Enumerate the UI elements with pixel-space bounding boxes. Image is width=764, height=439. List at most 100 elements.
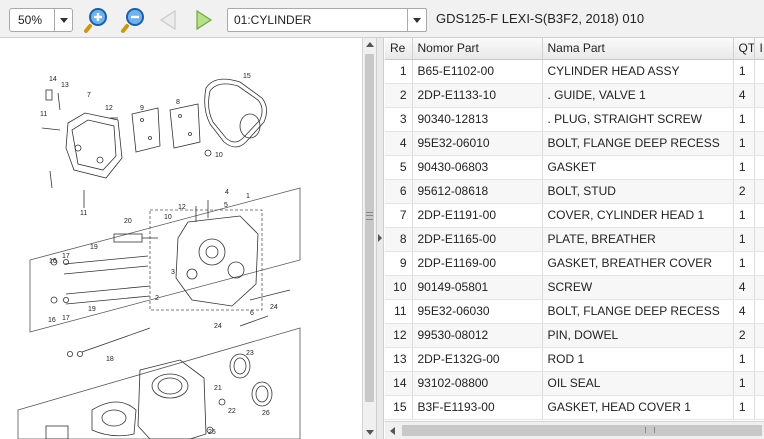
- scrollbar-thumb[interactable]: [365, 54, 374, 402]
- table-horizontal-scrollbar[interactable]: [385, 421, 764, 439]
- cell-part-name: BOLT, STUD: [542, 179, 734, 204]
- column-header-ref[interactable]: Re: [385, 38, 413, 60]
- cell-extra: [754, 299, 764, 324]
- cell-ref: 3: [385, 107, 413, 132]
- exploded-diagram[interactable]: 14 13 7 11 12 9 8 15 10 11 4 5 1 12 10 2…: [0, 38, 362, 439]
- group-select[interactable]: 01:CYLINDER: [227, 8, 427, 32]
- scroll-up-icon[interactable]: [366, 42, 374, 47]
- group-dropdown-button[interactable]: [407, 9, 426, 31]
- cell-extra: [754, 371, 764, 396]
- cell-extra: [754, 227, 764, 252]
- callout-labels: 14 13 7 11 12 9 8 15 10 11 4 5 1 12 10 2…: [0, 38, 362, 439]
- callout-label[interactable]: 12: [105, 105, 113, 112]
- column-header-name[interactable]: Nama Part: [542, 38, 734, 60]
- callout-label[interactable]: 9: [140, 105, 144, 112]
- cell-qty: 4: [733, 299, 755, 324]
- cell-ref: 7: [385, 203, 413, 228]
- callout-label[interactable]: 14: [49, 76, 57, 83]
- callout-label[interactable]: 18: [106, 356, 114, 363]
- zoom-dropdown-button[interactable]: [54, 9, 72, 31]
- callout-label[interactable]: 10: [164, 214, 172, 221]
- callout-label[interactable]: 1: [246, 193, 250, 200]
- callout-label[interactable]: 11: [40, 111, 48, 118]
- callout-label[interactable]: 17: [62, 315, 70, 322]
- column-header-part-no[interactable]: Nomor Part: [412, 38, 543, 60]
- callout-label[interactable]: 19: [90, 244, 98, 251]
- cell-ref: 6: [385, 179, 413, 204]
- callout-label[interactable]: 22: [228, 408, 236, 415]
- cell-part-no: B65-E1102-00: [412, 59, 543, 84]
- previous-page-icon[interactable]: [156, 7, 182, 33]
- cell-qty: 1: [733, 251, 755, 276]
- callout-label[interactable]: 23: [246, 350, 254, 357]
- zoom-in-icon[interactable]: [83, 7, 109, 33]
- next-page-icon[interactable]: [191, 7, 217, 33]
- column-header-qty[interactable]: QT: [733, 38, 755, 60]
- callout-label[interactable]: 21: [214, 385, 222, 392]
- callout-label[interactable]: 6: [250, 310, 254, 317]
- cell-qty: 4: [733, 83, 755, 108]
- callout-label[interactable]: 24: [270, 304, 278, 311]
- callout-label[interactable]: 5: [224, 202, 228, 209]
- diagram-vertical-scrollbar[interactable]: [362, 38, 376, 439]
- collapse-arrow-icon[interactable]: [378, 234, 382, 242]
- callout-label[interactable]: 7: [87, 92, 91, 99]
- cell-part-no: 2DP-E1169-00: [412, 251, 543, 276]
- scroll-down-icon[interactable]: [366, 430, 374, 435]
- cell-extra: [754, 155, 764, 180]
- callout-label[interactable]: 8: [176, 99, 180, 106]
- callout-label[interactable]: 16: [49, 258, 57, 265]
- zoom-select[interactable]: 50%: [9, 8, 73, 32]
- callout-label[interactable]: 25: [208, 429, 216, 436]
- callout-label[interactable]: 11: [80, 210, 88, 217]
- zoom-out-icon[interactable]: [120, 7, 146, 33]
- cell-ref: 2: [385, 83, 413, 108]
- callout-label[interactable]: 16: [48, 317, 56, 324]
- scroll-left-icon[interactable]: [390, 427, 395, 435]
- callout-label[interactable]: 20: [124, 218, 132, 225]
- cell-ref: 5: [385, 155, 413, 180]
- callout-label[interactable]: 26: [262, 410, 270, 417]
- callout-label[interactable]: 3: [171, 269, 175, 276]
- callout-label[interactable]: 24: [214, 323, 222, 330]
- cell-extra: [754, 203, 764, 228]
- callout-label[interactable]: 2: [155, 295, 159, 302]
- cell-extra: [754, 323, 764, 348]
- cell-part-no: 90149-05801: [412, 275, 543, 300]
- scrollbar-thumb[interactable]: [402, 425, 762, 436]
- cell-qty: 1: [733, 155, 755, 180]
- cell-qty: 1: [733, 395, 755, 420]
- callout-label[interactable]: 4: [225, 189, 229, 196]
- callout-label[interactable]: 13: [61, 82, 69, 89]
- callout-label[interactable]: 15: [243, 73, 251, 80]
- cell-ref: 14: [385, 371, 413, 396]
- cell-extra: [754, 107, 764, 132]
- callout-label[interactable]: 17: [62, 253, 70, 260]
- cell-part-no: 2DP-E132G-00: [412, 347, 543, 372]
- callout-label[interactable]: 12: [178, 204, 186, 211]
- cell-extra: [754, 251, 764, 276]
- cell-part-name: PIN, DOWEL: [542, 323, 734, 348]
- pane-splitter[interactable]: [376, 38, 384, 439]
- callout-label[interactable]: 10: [215, 152, 223, 159]
- cell-qty: 1: [733, 371, 755, 396]
- column-header-extra[interactable]: I: [754, 38, 764, 60]
- chevron-down-icon: [413, 18, 421, 23]
- callout-label[interactable]: 19: [88, 306, 96, 313]
- cell-part-name: COVER, CYLINDER HEAD 1: [542, 203, 734, 228]
